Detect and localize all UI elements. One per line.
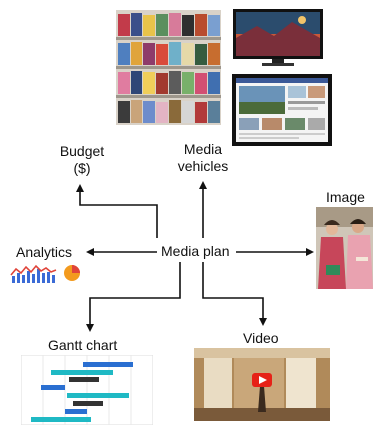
fashion-photo: [316, 207, 373, 289]
node-media-plan: Media plan: [161, 243, 230, 259]
video-play-thumbnail[interactable]: [194, 348, 330, 421]
tv-screen-photo: [233, 9, 323, 66]
arrow-to-video: [202, 262, 267, 326]
node-budget: Budget ($): [52, 143, 112, 177]
magazine-rack-photo: [116, 10, 221, 125]
arrow-to-budget: [76, 184, 158, 238]
analytics-chart-icon: [10, 264, 80, 283]
node-budget-line1: Budget: [59, 143, 105, 159]
node-budget-line2: ($): [73, 160, 91, 176]
node-media-vehicles-line2: vehicles: [177, 158, 229, 174]
node-media-vehicles: Media vehicles: [168, 141, 238, 175]
node-video: Video: [243, 330, 279, 346]
node-media-vehicles-line1: Media: [183, 141, 223, 157]
arrow-to-gantt: [86, 262, 181, 332]
node-analytics: Analytics: [16, 244, 73, 260]
laptop-news-photo: [232, 74, 332, 146]
node-image: Image: [326, 189, 365, 205]
gantt-chart-icon: [21, 355, 153, 425]
node-gantt-chart: Gantt chart: [48, 337, 118, 353]
